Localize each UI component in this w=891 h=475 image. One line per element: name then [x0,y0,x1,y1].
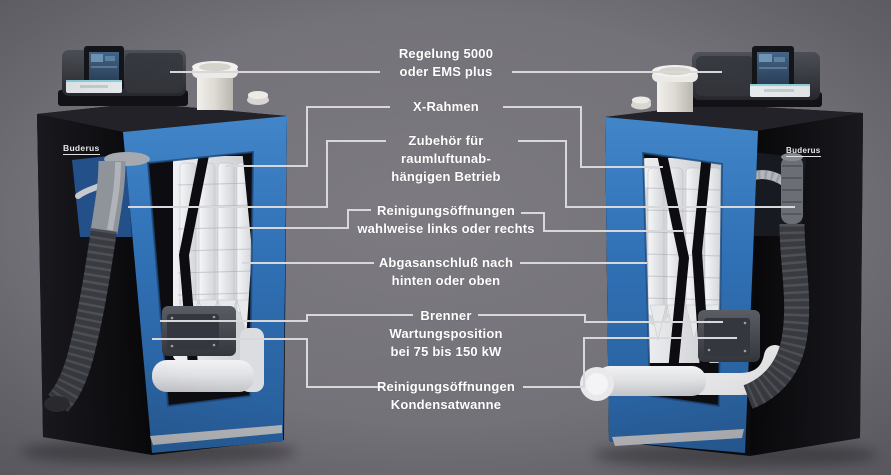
callout-reinigung-kondensat: Reinigungsöffnungen Kondensatwanne [353,378,539,414]
callout-text: Regelung 5000 [398,46,494,61]
brand-logo-left: Buderus [63,143,100,155]
callout-reinigung-seitlich: Reinigungsöffnungen wahlweise links oder… [353,202,539,238]
callout-text: hinten oder oben [391,273,501,288]
callout-text: bei 75 bis 150 kW [390,344,502,359]
burner-box [698,310,760,362]
burner-box [162,306,236,356]
callout-text: hängigen Betrieb [391,169,501,184]
boiler-left [37,46,287,455]
callout-text: Wartungsposition [389,326,503,341]
callout-text: wahlweise links oder rechts [357,221,535,236]
brand-logo-right: Buderus [786,146,821,157]
callout-text: X-Rahmen [413,99,479,114]
callout-text: Kondensatwanne [390,397,502,412]
top-cap-right [631,96,651,110]
control-panel-right [690,46,822,107]
callout-text: Reinigungsöffnungen [376,203,516,218]
top-cap-left [247,91,269,105]
callout-zubehoer-raumluft: Zubehör für raumluftunab- hängigen Betri… [353,132,539,186]
callout-regelung: Regelung 5000 oder EMS plus [353,45,539,81]
callout-text: Reinigungsöffnungen [376,379,516,394]
control-panel-left [58,46,188,106]
callout-abgasanschluss: Abgasanschluß nach hinten oder oben [353,254,539,290]
flue-pipe-left [192,61,238,110]
callout-text: oder EMS plus [399,64,493,79]
boiler-right [580,46,863,456]
callout-text: Brenner [420,308,472,323]
callout-brenner-wartung: Brenner Wartungsposition bei 75 bis 150 … [353,307,539,361]
callout-text: Abgasanschluß nach [378,255,514,270]
callout-x-rahmen: X-Rahmen [353,98,539,116]
callout-text: Zubehör für [408,133,484,148]
callout-text: raumluftunab- [401,151,491,166]
